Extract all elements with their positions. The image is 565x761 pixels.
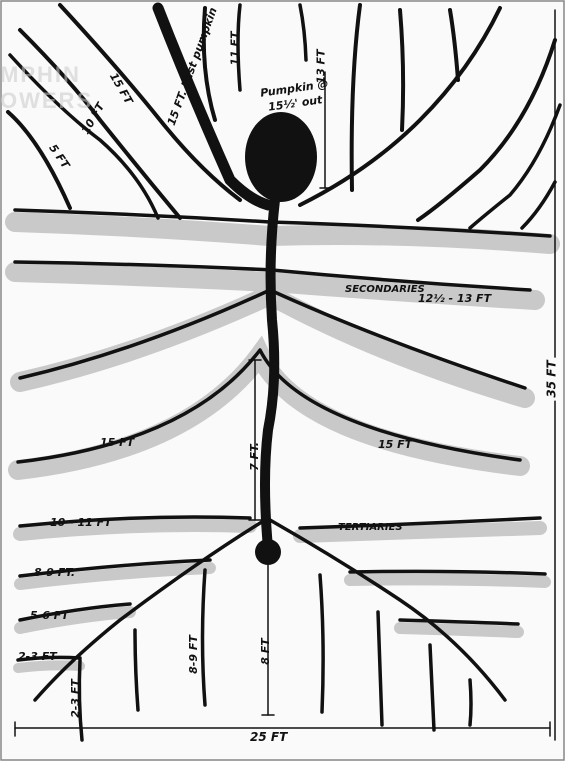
- right-15ft-label: 15 FT: [378, 438, 412, 451]
- watermark-line2: OWERS: [0, 88, 93, 114]
- pumpkin-shape: [245, 112, 317, 202]
- two-three-ft-diag-label: 2-3 FT: [69, 679, 82, 718]
- secondaries-length-label: 12½ - 13 FT: [418, 292, 491, 305]
- mid-7ft-label: 7 FT.: [248, 442, 261, 471]
- vine-tip: [255, 539, 281, 565]
- ten-eleven-ft-label: 10 - 11 FT: [50, 516, 112, 529]
- watermark-line1: MPHIN: [0, 62, 81, 88]
- secondaries-label: SECONDARIES: [345, 284, 425, 295]
- eight-nine-ft-vert-label: 8-9 FT: [187, 635, 200, 674]
- width-25ft-label: 25 FT: [246, 730, 291, 744]
- top-13ft-label: 13 FT: [315, 49, 328, 83]
- left-15ft-label: 15 FT: [100, 436, 134, 449]
- eight-nine-ft-left-label: 8-9 FT.: [34, 566, 75, 579]
- top-11ft-label: 11 FT: [229, 31, 242, 65]
- eight-ft-label: 8 FT: [259, 638, 272, 665]
- five-six-ft-label: 5-6 FT: [30, 609, 69, 622]
- vine-shadows: [15, 222, 550, 668]
- tertiaries-label: TERTIARIES: [338, 522, 403, 533]
- two-three-ft-left-label: 2-3 FT: [18, 650, 57, 663]
- height-35ft-label: 35 FT: [545, 357, 559, 400]
